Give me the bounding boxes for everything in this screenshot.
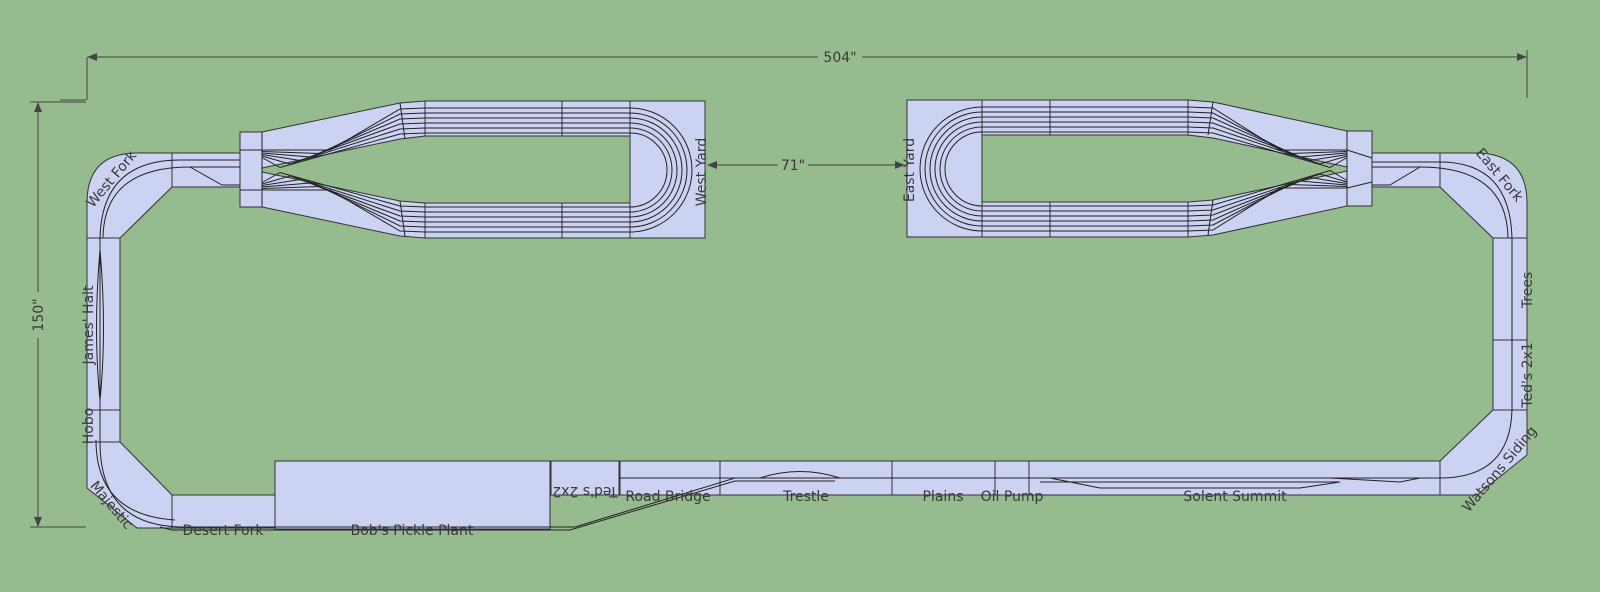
yard-track <box>1187 116 1348 158</box>
yard-track <box>425 117 683 223</box>
yard-track <box>1187 187 1347 232</box>
benchwork <box>86 99 1528 530</box>
yard-track <box>261 182 426 223</box>
yard-track <box>1187 176 1348 217</box>
label-east-yard: East Yard <box>902 138 918 202</box>
yard-track <box>1187 183 1348 227</box>
yard-track <box>1187 126 1348 165</box>
yard-track <box>261 127 426 165</box>
yard-track <box>939 126 1188 212</box>
yard-track <box>425 127 673 213</box>
yard-track <box>425 132 668 208</box>
teds-2x2-module <box>550 460 620 496</box>
yard-gap-label: 71" <box>781 158 805 174</box>
yard-tracks <box>240 101 1373 237</box>
label-plains: Plains <box>923 489 964 505</box>
yard-track <box>261 112 426 155</box>
label-hobo: Hobo <box>81 408 97 445</box>
yard-track <box>1187 131 1348 169</box>
label-oil-pump: Oil Pump <box>981 489 1044 505</box>
label-desert-fork: Desert Fork <box>183 523 265 539</box>
yard-gap-dimension: 71" <box>707 158 905 174</box>
yard-track <box>261 117 426 158</box>
yard-track <box>261 122 426 162</box>
yard-track <box>919 106 1188 232</box>
yard-track <box>261 178 426 218</box>
label-solent-summit: Solent Summit <box>1183 489 1287 505</box>
yard-track <box>1187 173 1348 212</box>
east-yard-loop <box>906 99 983 238</box>
yard-track <box>262 189 426 233</box>
yard-track <box>261 171 426 208</box>
yard-track <box>1187 111 1348 155</box>
label-teds-2x2: Ted's 2x2 <box>552 483 618 499</box>
height-dimension: 150" <box>30 101 86 528</box>
label-teds-2x1: Ted's 2x1 <box>1520 342 1536 408</box>
label-trestle: Trestle <box>782 489 829 505</box>
yard-track <box>262 107 426 151</box>
yard-track <box>944 131 1188 207</box>
teds-2x1-module <box>1492 339 1528 411</box>
yard-track <box>261 175 426 213</box>
yard-track <box>425 112 688 228</box>
yard-track <box>399 101 1214 237</box>
yard-track <box>425 107 693 233</box>
width-dimension: 504" <box>60 50 1528 101</box>
yard-track <box>425 122 678 218</box>
yard-track <box>261 131 1348 207</box>
yard-track <box>1187 121 1348 162</box>
bobs-pickle-plant-module <box>274 460 551 530</box>
height-label: 150" <box>31 298 47 331</box>
label-road-bridge: Road Bridge <box>625 489 710 505</box>
yard-track <box>261 185 426 228</box>
james-halt-module <box>86 237 121 411</box>
label-james-halt: James' Halt <box>81 285 97 366</box>
yard-track <box>929 116 1188 222</box>
width-label: 504" <box>823 50 856 66</box>
yard-track <box>261 132 426 169</box>
yard-track <box>240 149 1373 191</box>
yard-track <box>1187 106 1347 151</box>
label-west-yard: West Yard <box>694 138 710 206</box>
yard-track <box>934 121 1188 217</box>
label-bobs-pickle-plant: Bob's Pickle Plant <box>351 523 474 539</box>
label-trees: Trees <box>1520 272 1536 309</box>
yard-track <box>1187 169 1348 207</box>
track <box>95 159 1513 531</box>
hobo-module <box>86 409 121 443</box>
yard-track <box>924 111 1188 227</box>
yard-track <box>1187 180 1348 222</box>
